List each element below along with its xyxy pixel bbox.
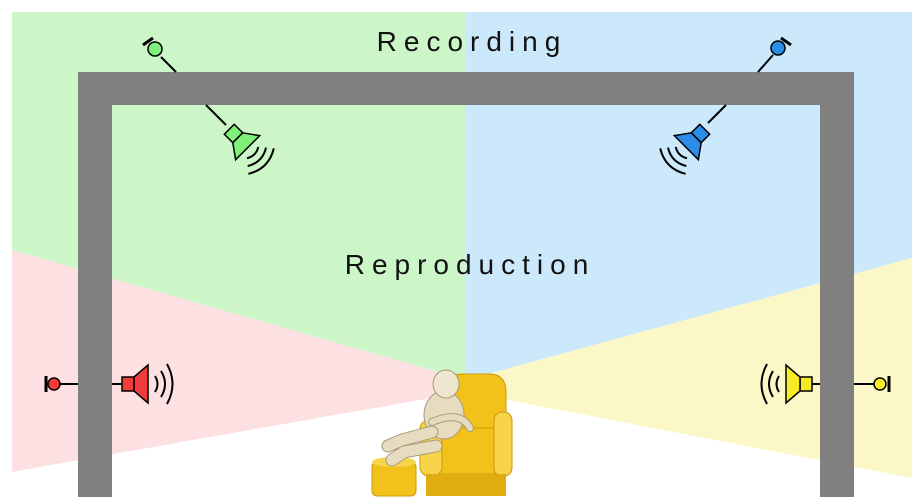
frame-top-beam [78,72,854,105]
microphone-icon [142,36,177,73]
frame-right-pillar [820,72,854,497]
reproduction-label: Reproduction [345,249,596,280]
recording-label: Recording [377,26,568,57]
microphone-icon [44,376,78,392]
microphone-icon [854,376,891,392]
loudspeaker-icon [205,104,275,175]
red-zone [12,250,466,472]
yellow-zone [466,258,912,478]
microphone-icon [757,36,792,73]
frame-left-pillar [78,72,112,497]
loudspeaker-icon [760,363,820,405]
loudspeaker-icon [112,363,174,405]
loudspeaker-icon [659,104,727,175]
seated-listener-figure [371,369,513,497]
